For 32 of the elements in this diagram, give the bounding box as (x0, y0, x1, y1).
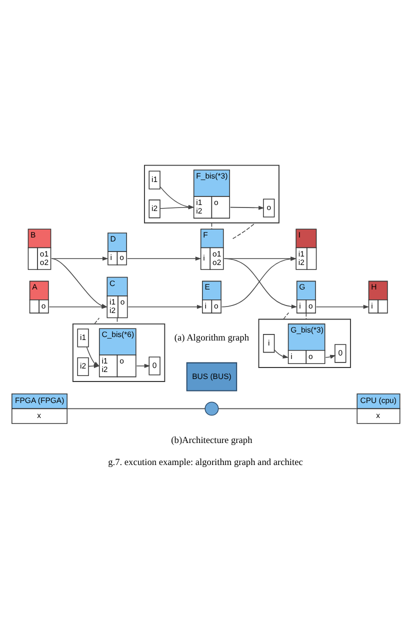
label: (b)Architecture graph (171, 435, 252, 446)
node-box: i2 (148, 199, 160, 218)
node-box: 0 (334, 344, 346, 362)
arrow (128, 304, 203, 308)
arrow (51, 256, 108, 260)
label: (a) Algorithm graph (174, 332, 250, 343)
cluster (144, 164, 280, 223)
node-box: i2 (77, 356, 89, 376)
connector (283, 312, 290, 320)
connector (211, 222, 212, 229)
arrow (224, 256, 296, 260)
arrow (316, 304, 370, 308)
connector (232, 222, 256, 238)
arrow (230, 205, 264, 210)
connector (66, 408, 206, 409)
connector (116, 317, 118, 324)
arrow (274, 349, 289, 358)
caption: g.7. excution example: algorithm graph and architec (108, 458, 303, 468)
node-circle (204, 401, 219, 416)
arrow (88, 363, 100, 368)
node-box: i1 (148, 170, 160, 189)
node-box: 0 (148, 356, 160, 375)
arrow (126, 256, 202, 260)
node-box: BUS (BUS) (186, 362, 238, 391)
connector (306, 312, 307, 320)
cluster (258, 318, 351, 368)
arrow (136, 363, 150, 368)
node-box: i (263, 334, 275, 352)
node-box: i1 (77, 328, 89, 347)
connector (218, 408, 357, 409)
node-box: o (263, 198, 275, 217)
connector (94, 317, 100, 324)
